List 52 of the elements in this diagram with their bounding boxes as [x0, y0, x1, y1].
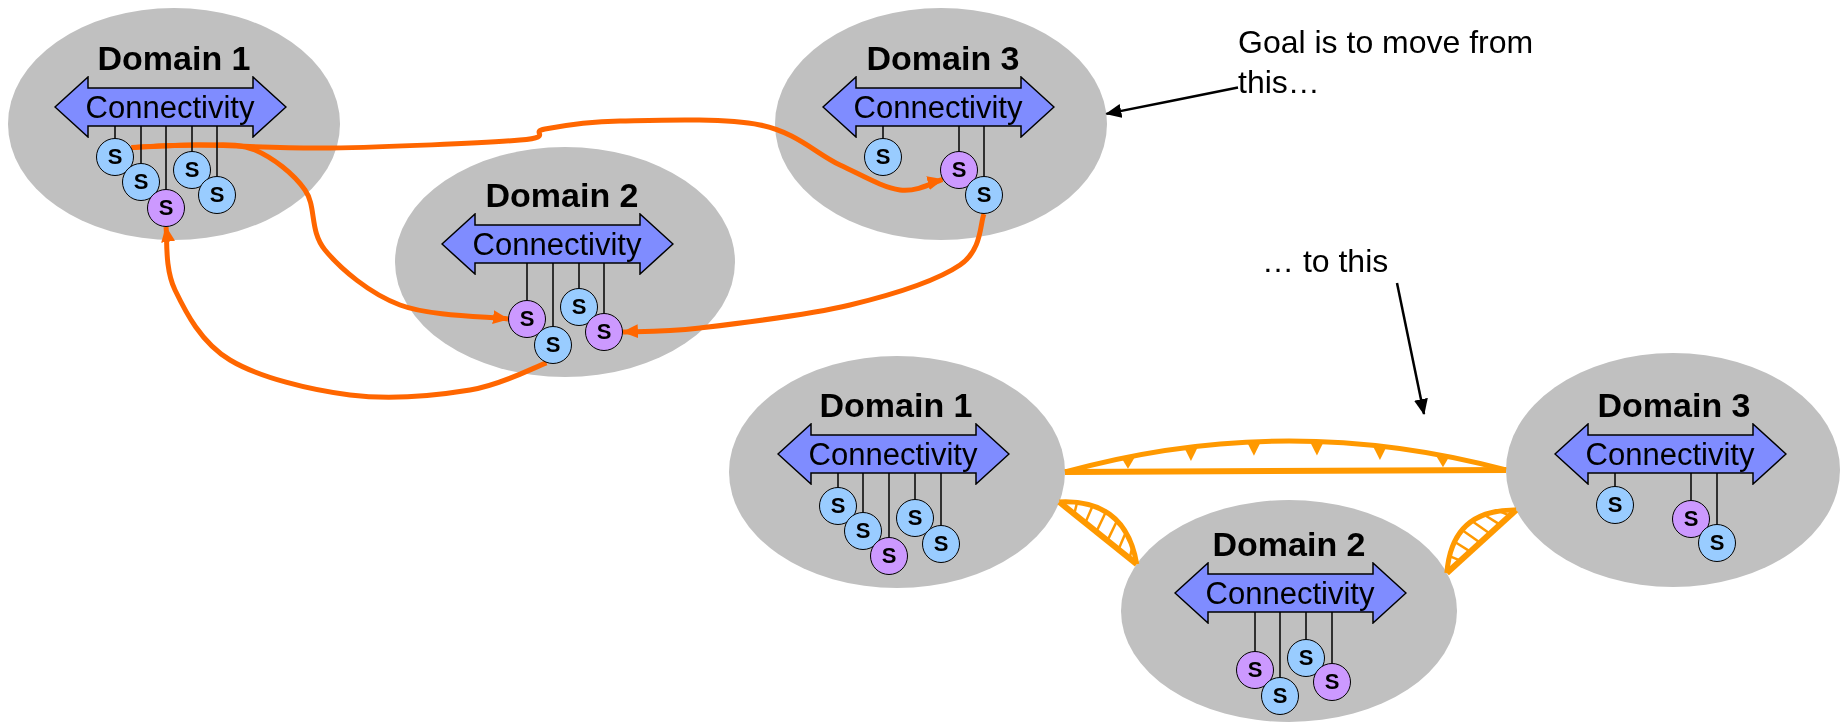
domain-title: Domain 2 — [1212, 527, 1366, 561]
arrow — [1105, 86, 1239, 118]
arrow-label: Connectivity — [85, 91, 255, 123]
connector-line — [1614, 472, 1616, 487]
bridge — [1444, 507, 1519, 576]
double-arrow — [440, 213, 674, 275]
connector-line — [983, 125, 985, 177]
connector-line — [914, 472, 916, 500]
connector-line — [837, 472, 839, 488]
annotation-text: … to this — [1262, 241, 1442, 281]
domain-title: Domain 1 — [819, 388, 973, 422]
connector-line — [140, 125, 142, 164]
connector-line — [1331, 611, 1333, 664]
domain-title: Domain 3 — [866, 41, 1020, 75]
connector-line — [1279, 611, 1281, 678]
double-arrow — [821, 76, 1055, 138]
arrow-label: Connectivity — [808, 438, 978, 470]
arrow-label: Connectivity — [853, 91, 1023, 123]
connector-line — [1254, 611, 1256, 652]
connector-line — [1716, 472, 1718, 525]
bridge — [1064, 438, 1507, 475]
connector-line — [940, 472, 942, 526]
connector-line — [603, 262, 605, 314]
connector-line — [526, 262, 528, 301]
connector-line — [862, 472, 864, 513]
domain-title: Domain 2 — [485, 178, 639, 212]
connector-line — [191, 125, 193, 152]
connector-line — [216, 125, 218, 177]
domain-title: Domain 3 — [1597, 388, 1751, 422]
arrow-label: Connectivity — [1585, 438, 1755, 470]
arrow-label: Connectivity — [1205, 577, 1375, 609]
curved-arrow — [622, 213, 987, 339]
connector-line — [114, 125, 116, 139]
connector-line — [888, 472, 890, 538]
bridge — [1057, 499, 1140, 567]
connector-line — [165, 125, 167, 190]
connector-line — [1305, 611, 1307, 640]
arrow-label: Connectivity — [472, 228, 642, 260]
double-arrow — [1553, 423, 1787, 485]
double-arrow — [53, 76, 287, 138]
arrow — [1395, 282, 1428, 415]
connector-line — [578, 262, 580, 289]
curved-arrow — [131, 142, 509, 325]
annotation-text: Goal is to move from this… — [1238, 22, 1558, 102]
curved-arrow — [160, 226, 548, 400]
domain-title: Domain 1 — [97, 41, 251, 75]
connector-line — [958, 125, 960, 152]
double-arrow — [776, 423, 1010, 485]
double-arrow — [1173, 562, 1407, 624]
connector-line — [882, 125, 884, 139]
connector-line — [552, 262, 554, 327]
connector-line — [1690, 472, 1692, 501]
